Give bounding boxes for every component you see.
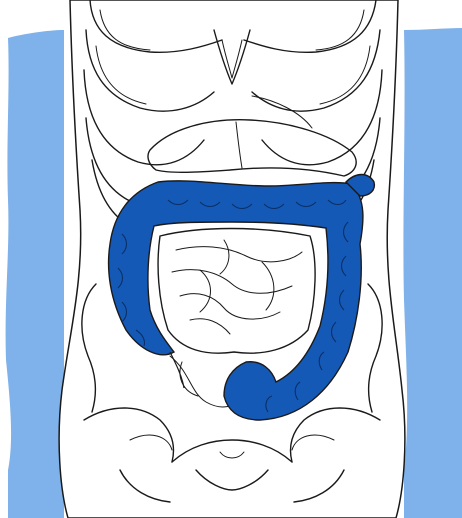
left-background-panel	[6, 30, 64, 518]
right-background-panel	[403, 28, 462, 518]
